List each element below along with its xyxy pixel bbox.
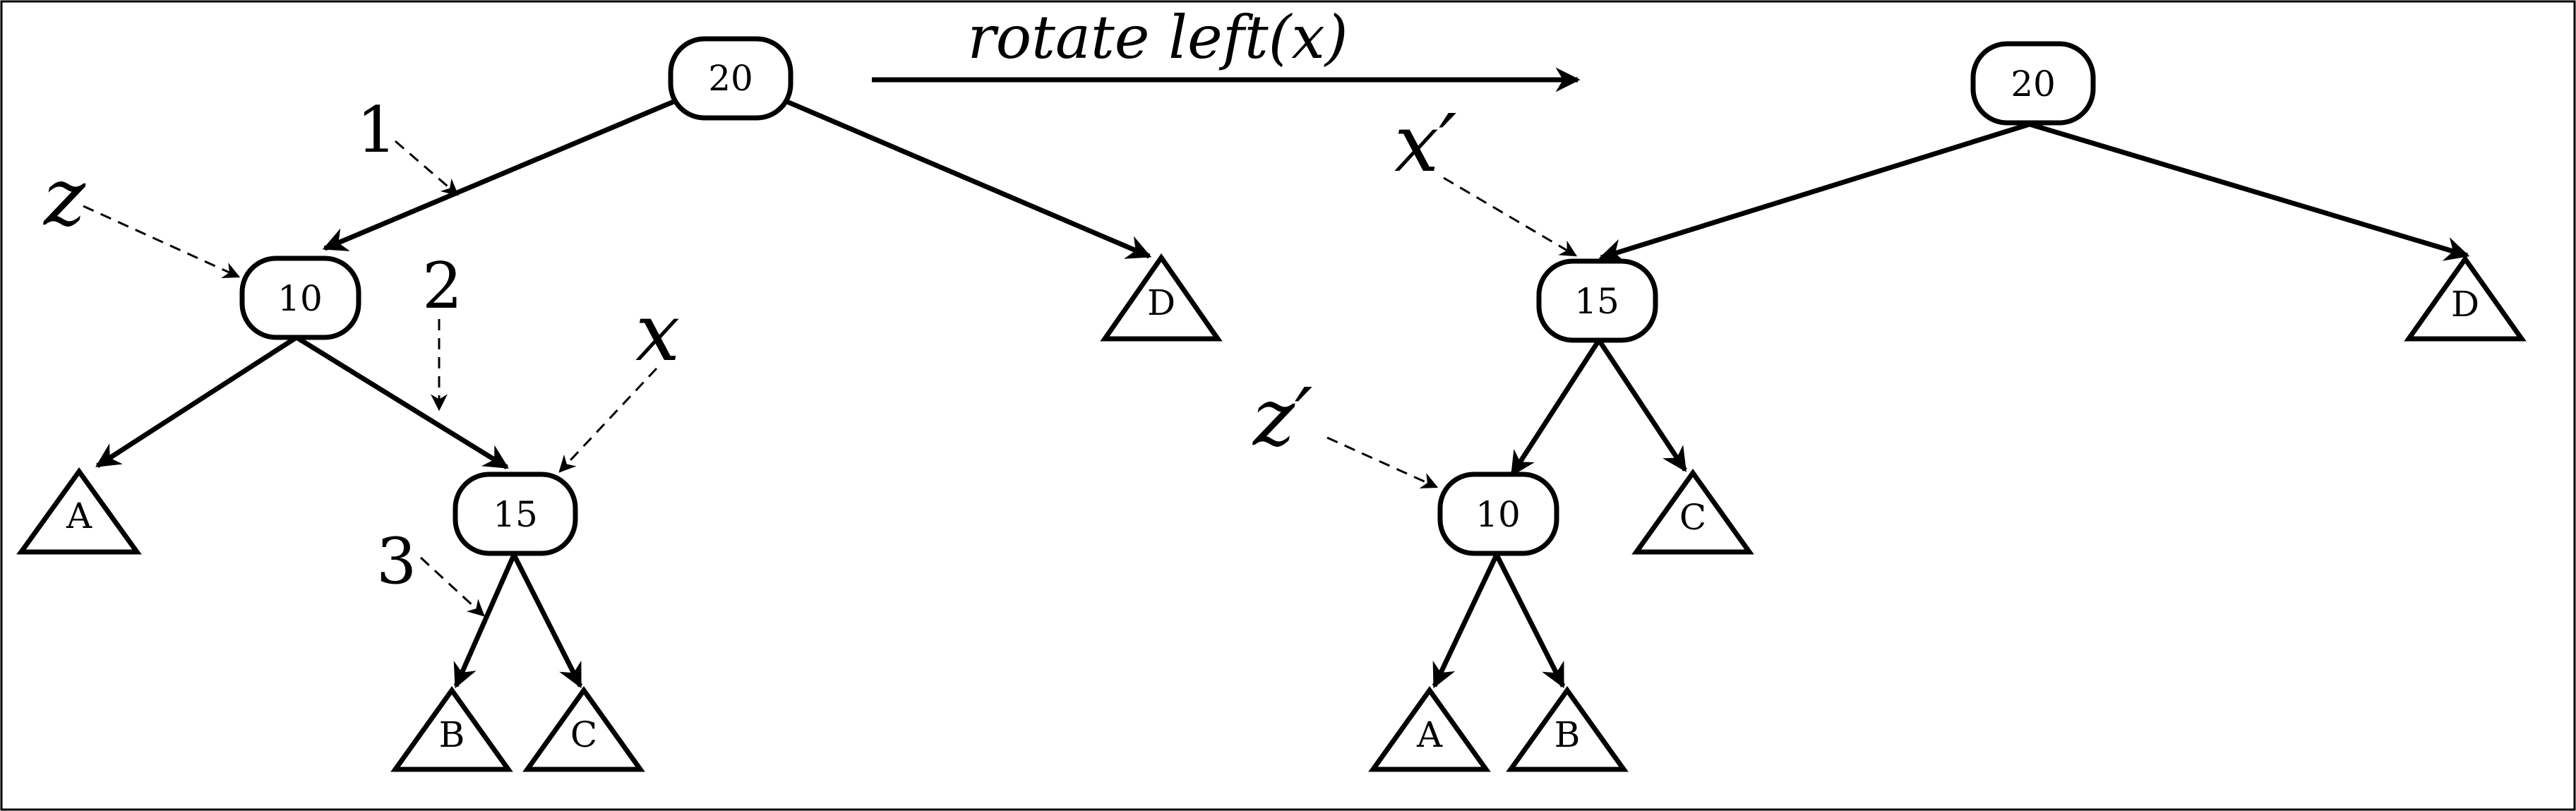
edge-10-B-after	[1494, 553, 1566, 689]
leaf-A-label: A	[66, 495, 92, 536]
marker-3: 3	[376, 524, 417, 599]
node-15-after: 15	[1536, 258, 1658, 343]
leaf-D-triangle	[1100, 253, 1223, 342]
node-10-label: 10	[277, 278, 323, 319]
leaf-C: C	[522, 685, 645, 772]
label-x: x	[635, 287, 680, 379]
node-20-after-label: 20	[2011, 64, 2056, 104]
pointer-3	[419, 556, 485, 617]
node-10-after-box	[1437, 471, 1559, 556]
leaf-C-label: C	[570, 714, 597, 755]
pointer-x	[558, 367, 658, 473]
node-10: 10	[239, 256, 361, 340]
label-x-prime: x′	[1394, 98, 1457, 190]
node-15-after-box	[1536, 258, 1658, 343]
leaf-B-after-label: B	[1554, 714, 1581, 755]
rotate-title: rotate left(x)	[967, 3, 1348, 72]
leaf-C-after: C	[1631, 468, 1754, 555]
pointer-z	[83, 205, 241, 278]
leaf-B-after-triangle	[1506, 685, 1629, 772]
node-20: 20	[668, 36, 793, 121]
leaf-B-after: B	[1506, 685, 1629, 772]
leaf-D-after-triangle	[2404, 254, 2527, 342]
leaf-D-after: D	[2404, 254, 2527, 342]
leaf-C-after-triangle	[1631, 468, 1754, 555]
edge-10-15	[295, 335, 509, 469]
label-z-prime: z′	[1252, 372, 1312, 464]
leaf-D: D	[1100, 253, 1223, 342]
node-10-box	[239, 256, 361, 340]
edge-15-C	[511, 553, 583, 689]
leaf-C-triangle	[522, 685, 645, 772]
before-tree: 20 10 15 A B C D z x	[16, 36, 1223, 772]
edge-20-D-after	[2028, 121, 2470, 261]
edge-20-15-after	[1598, 121, 2031, 263]
rotate-transition: rotate left(x)	[872, 3, 1581, 92]
node-20-box	[668, 36, 793, 121]
leaf-A: A	[16, 467, 142, 555]
edge-15-C-after	[1597, 339, 1687, 472]
node-10-after: 10	[1437, 471, 1559, 556]
node-15-label: 15	[493, 494, 538, 535]
leaf-A-after: A	[1368, 685, 1491, 772]
node-10-after-label: 10	[1475, 494, 1521, 535]
leaf-C-after-label: C	[1679, 497, 1706, 538]
label-z: z	[42, 152, 86, 244]
node-15: 15	[453, 471, 578, 556]
pointer-1	[395, 140, 459, 196]
pointer-x-prime	[1443, 176, 1578, 257]
leaf-A-triangle	[16, 467, 142, 555]
node-15-box	[453, 471, 578, 556]
leaf-B-triangle	[390, 685, 513, 772]
node-15-after-label: 15	[1574, 281, 1619, 322]
leaf-B: B	[390, 685, 513, 772]
edge-20-D	[729, 75, 1152, 259]
leaf-B-label: B	[439, 714, 465, 755]
marker-2: 2	[422, 249, 462, 323]
edge-10-A	[95, 335, 298, 468]
node-20-label: 20	[708, 58, 753, 99]
edge-15-B	[453, 553, 517, 689]
edge-15-10-after	[1510, 339, 1601, 476]
marker-1: 1	[357, 93, 397, 167]
edge-20-10	[322, 75, 732, 251]
node-20-after-box	[1970, 41, 2096, 126]
after-tree: 20 15 10 A B C D x′ z′	[1252, 41, 2527, 772]
node-20-after: 20	[1970, 41, 2096, 126]
leaf-D-label: D	[1147, 282, 1175, 323]
leaf-A-after-triangle	[1368, 685, 1491, 772]
edge-10-A-after	[1432, 553, 1499, 689]
pointer-z-prime	[1326, 436, 1439, 489]
leaf-D-after-label: D	[2451, 284, 2479, 325]
leaf-A-after-label: A	[1416, 714, 1443, 755]
